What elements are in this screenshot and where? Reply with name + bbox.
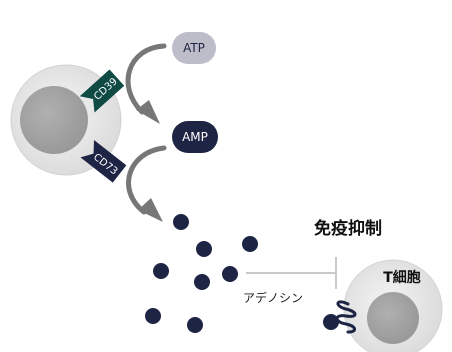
- atp-label: ATP: [183, 41, 205, 55]
- source-cell-nucleus: [20, 86, 88, 154]
- immunosuppression-label: 免疫抑制: [314, 218, 382, 239]
- t-cell-label: T細胞: [383, 269, 421, 286]
- adenosine-dot: [222, 266, 238, 282]
- adenosine-molecules: [145, 214, 258, 333]
- amp-molecule: AMP: [172, 121, 218, 153]
- amp-label: AMP: [182, 130, 208, 144]
- adenosine-dot: [196, 241, 212, 257]
- t-cell-nucleus: [367, 292, 419, 344]
- adenosine-dot: [145, 308, 161, 324]
- atp-molecule: ATP: [172, 32, 216, 64]
- bound-adenosine-dot: [323, 314, 339, 330]
- adenosine-dot: [242, 236, 258, 252]
- inhibition-symbol: [246, 257, 337, 289]
- arrow-amp-to-adenosine: [126, 145, 167, 222]
- arrow-atp-to-amp: [125, 43, 167, 124]
- t-cell: T細胞: [343, 259, 443, 352]
- adenosine-label: アデノシン: [243, 290, 303, 305]
- adenosine-receptor: [323, 300, 357, 334]
- adenosine-dot: [187, 317, 203, 333]
- adenosine-dot: [173, 214, 189, 230]
- adenosine-dot: [194, 274, 210, 290]
- adenosine-dot: [153, 263, 169, 279]
